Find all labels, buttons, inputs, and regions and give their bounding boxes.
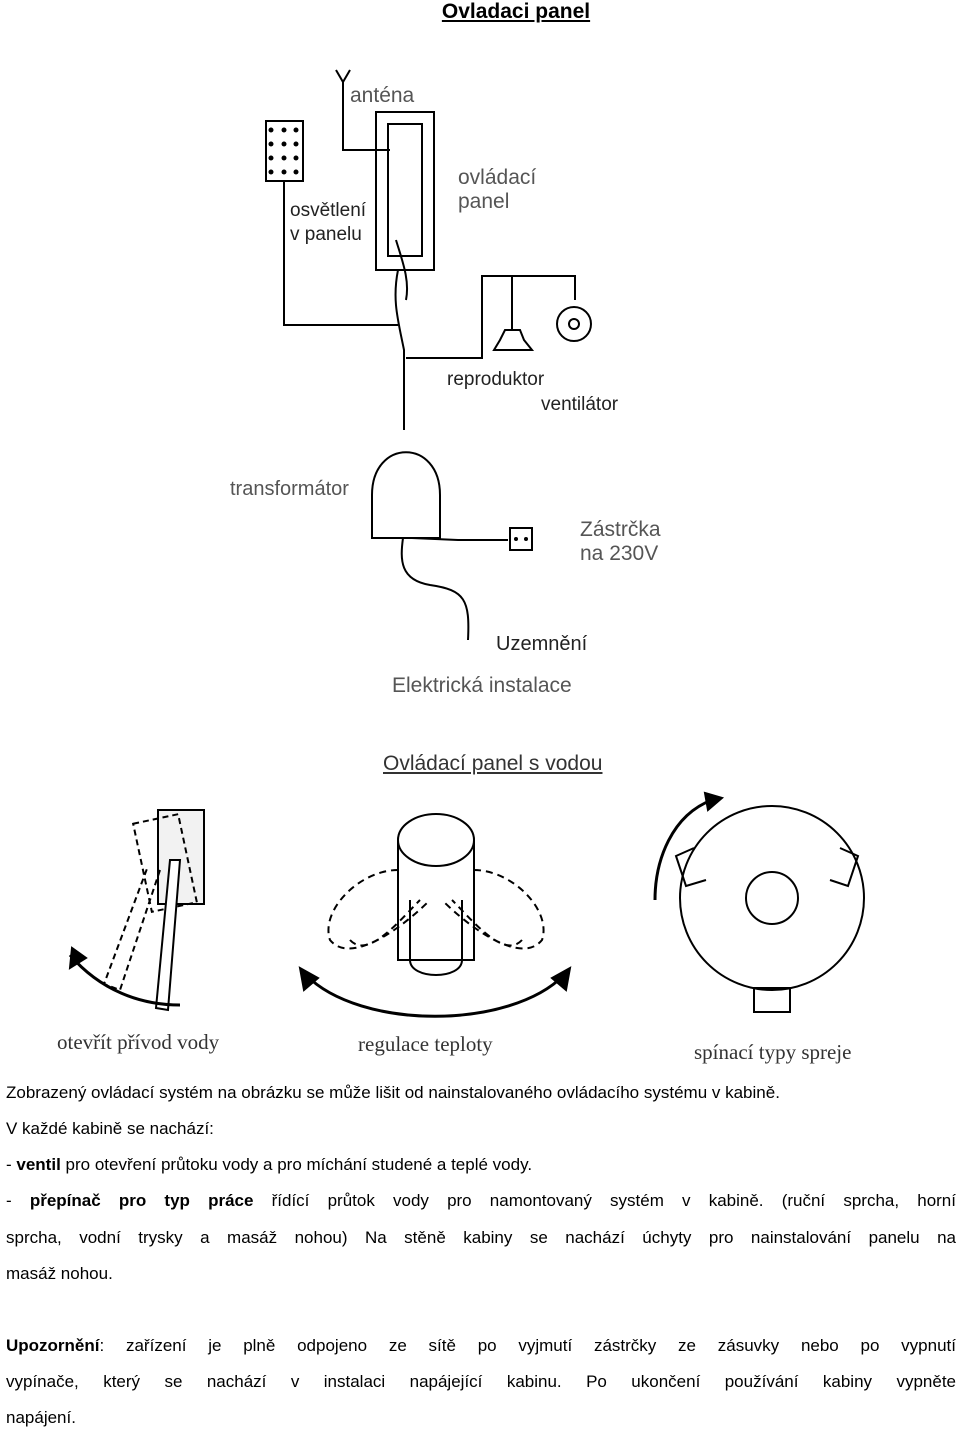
- ground-label: Uzemnění: [496, 633, 588, 655]
- caption-open-water: otevřít přívod vody: [57, 1030, 220, 1054]
- panel-label-2: panel: [458, 190, 510, 213]
- bullet-switch-line1: - přepínač pro typ práce řídící průtok v…: [6, 1191, 956, 1210]
- fan-label: ventilátor: [541, 394, 619, 415]
- fan-icon: [556, 306, 592, 342]
- water-panel-diagrams: [68, 791, 865, 1018]
- electrical-caption: Elektrická instalace: [392, 674, 572, 697]
- bullet-valve: - ventil pro otevření průtoku vody a pro…: [6, 1155, 533, 1174]
- warning-line1: Upozornění: zařízení je plně odpojeno ze…: [6, 1336, 956, 1355]
- para-disclaimer: Zobrazený ovládací systém na obrázku se …: [6, 1083, 780, 1102]
- warning-line2: vypínače, který se nachází v instalaci n…: [6, 1372, 956, 1391]
- bullet-switch-line3: masáž nohou.: [6, 1264, 113, 1283]
- panel-inner: [387, 123, 423, 257]
- water-panel-title: Ovládací panel s vodou: [383, 752, 603, 775]
- panel-label-1: ovládací: [458, 166, 537, 189]
- transformer-box: [371, 451, 441, 539]
- plug-label-1: Zástrčka: [580, 518, 661, 541]
- warning-line3: napájení.: [6, 1408, 76, 1427]
- antenna-icon: [335, 69, 390, 151]
- transformer-label: transformátor: [230, 478, 349, 500]
- bullet-switch-line2: sprcha, vodní trysky a masáž nohou) Na s…: [6, 1228, 956, 1247]
- plug-icon: [509, 527, 533, 551]
- lighting-label-2: v panelu: [290, 224, 362, 245]
- speaker-icon: [492, 329, 535, 351]
- electrical-diagram: [265, 69, 592, 641]
- para-intro: V každé kabině se nachází:: [6, 1119, 214, 1138]
- page-title: Ovladaci panel: [441, 0, 591, 23]
- lighting-label-1: osvětlení: [290, 200, 367, 221]
- antenna-label: anténa: [350, 84, 415, 107]
- speaker-label: reproduktor: [447, 369, 545, 390]
- caption-temperature: regulace teploty: [358, 1032, 493, 1056]
- plug-label-2: na 230V: [580, 542, 659, 565]
- caption-spray: spínací typy spreje: [694, 1040, 852, 1064]
